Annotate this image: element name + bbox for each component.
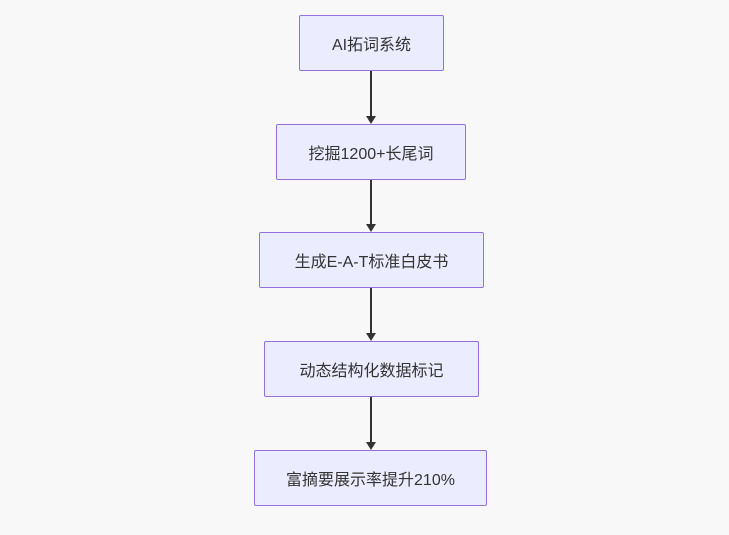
arrow-head-icon xyxy=(366,116,376,124)
arrow-line xyxy=(370,180,372,224)
flow-node-label: 生成E-A-T标准白皮书 xyxy=(294,254,449,271)
flow-arrow-2 xyxy=(366,180,376,232)
flow-arrow-1 xyxy=(366,71,376,124)
flow-node-label: 动态结构化数据标记 xyxy=(299,363,444,380)
flow-node-label: AI拓词系统 xyxy=(331,37,412,54)
arrow-line xyxy=(370,288,372,333)
flow-arrow-3 xyxy=(366,288,376,341)
arrow-head-icon xyxy=(366,442,376,450)
flow-node-structured-data: 动态结构化数据标记 xyxy=(264,341,479,397)
flow-node-label: 挖掘1200+长尾词 xyxy=(308,146,434,163)
flow-node-rich-snippet-result: 富摘要展示率提升210% xyxy=(254,450,487,506)
arrow-line xyxy=(370,71,372,116)
flow-node-longtail-mining: 挖掘1200+长尾词 xyxy=(276,124,466,180)
flow-node-eat-whitepaper: 生成E-A-T标准白皮书 xyxy=(259,232,484,288)
arrow-head-icon xyxy=(366,333,376,341)
flow-node-ai-keyword-system: AI拓词系统 xyxy=(299,15,444,71)
arrow-line xyxy=(370,397,372,442)
flow-node-label: 富摘要展示率提升210% xyxy=(286,472,455,489)
arrow-head-icon xyxy=(366,224,376,232)
flow-arrow-4 xyxy=(366,397,376,450)
